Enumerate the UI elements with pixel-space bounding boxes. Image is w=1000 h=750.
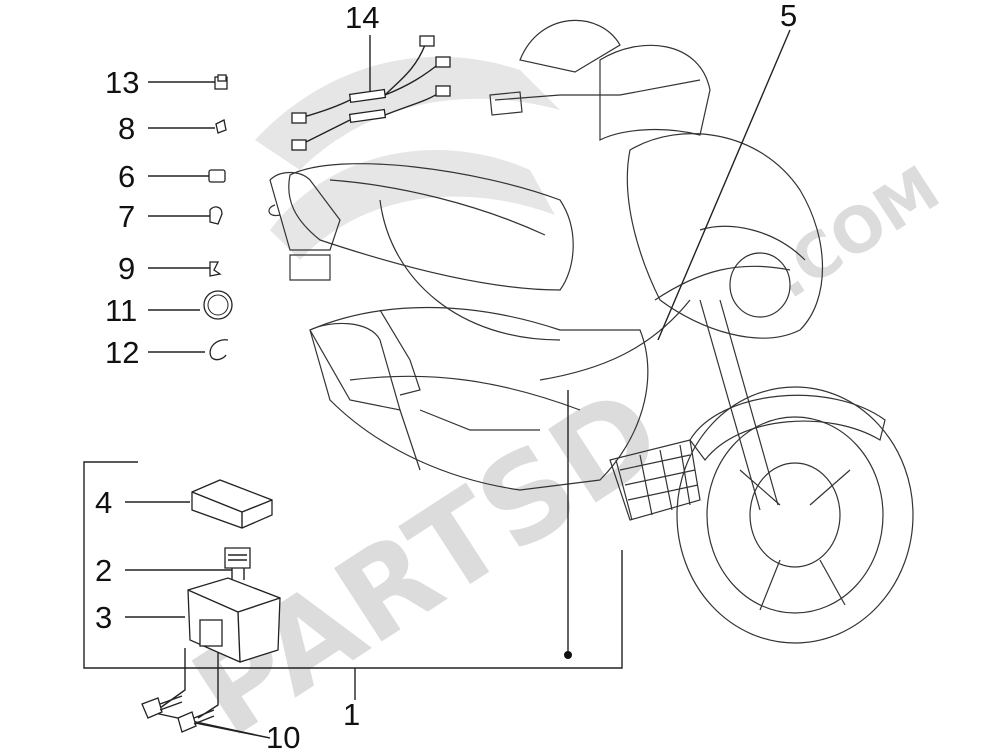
clamp-part-12 xyxy=(209,339,229,361)
fuse-part-2 xyxy=(224,547,251,580)
callout-3: 3 xyxy=(95,600,112,635)
fuse-cover-part-4 xyxy=(191,479,273,529)
clamp-part-9 xyxy=(209,261,222,277)
callout-14: 14 xyxy=(345,0,379,35)
callout-7: 7 xyxy=(118,199,135,234)
small-parts xyxy=(141,35,451,733)
callout-13: 13 xyxy=(105,65,139,100)
callout-2: 2 xyxy=(95,553,112,588)
callout-1: 1 xyxy=(343,697,360,732)
screw-part-10 xyxy=(141,695,215,733)
watermark-suffix: .COM xyxy=(758,151,952,312)
callout-11: 11 xyxy=(105,293,137,328)
fuse-box-part-3 xyxy=(187,577,281,663)
connector-part-6 xyxy=(208,169,226,183)
clip-part-7 xyxy=(209,206,223,225)
callout-12: 12 xyxy=(105,335,139,370)
scooter-illustration xyxy=(268,19,914,644)
callout-4: 4 xyxy=(95,485,112,520)
callout-labels: 13 8 6 7 9 11 12 14 5 4 2 3 1 10 xyxy=(95,0,797,750)
callout-10: 10 xyxy=(266,720,300,750)
callout-8: 8 xyxy=(118,111,135,146)
grommet-part-8 xyxy=(215,119,227,134)
callout-5: 5 xyxy=(780,0,797,33)
harness-part-14 xyxy=(291,35,451,151)
callout-9: 9 xyxy=(118,251,135,286)
callout-6: 6 xyxy=(118,159,135,194)
leader-lines xyxy=(83,29,791,739)
